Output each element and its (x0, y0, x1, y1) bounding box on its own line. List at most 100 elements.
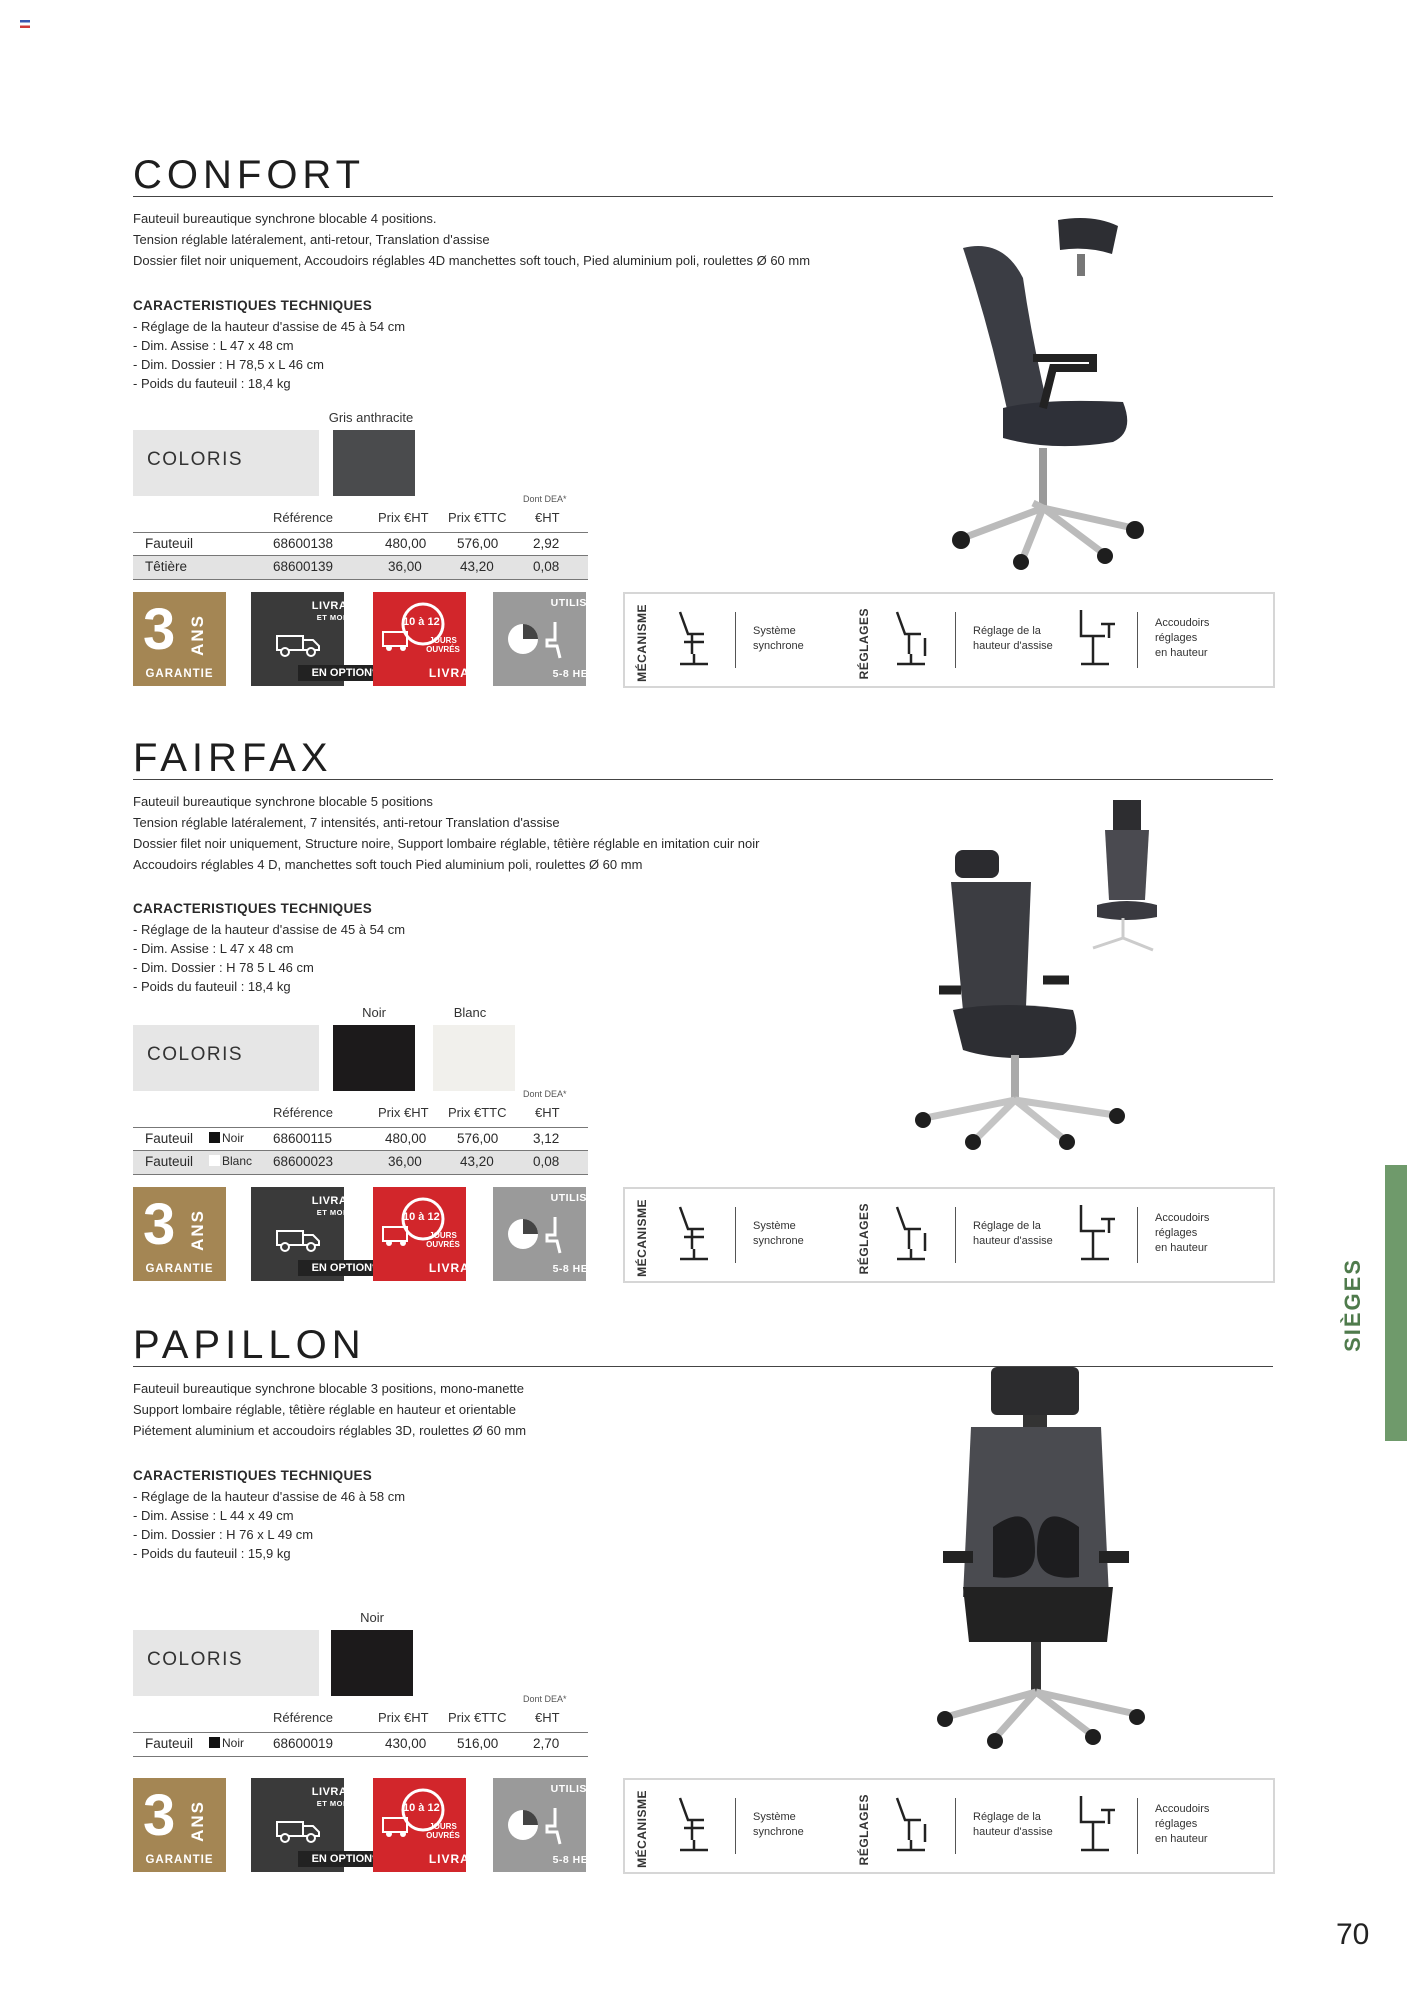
title-rule (133, 1366, 1273, 1367)
armrest-adjust-chair-icon (1079, 1205, 1115, 1261)
text-line: synchrone (753, 1235, 804, 1247)
spec-item: Dim. Dossier : H 78,5 x L 46 cm (133, 355, 405, 374)
col-prix-ht: Prix €HT (378, 510, 429, 525)
delivery-assembly-badge: LIVRAISON ET MONTAGE EN OPTION* (251, 1187, 391, 1281)
product-section-confort: CONFORT Fauteuil bureautique synchrone b… (133, 152, 1283, 742)
row-dea: 0,08 (533, 559, 560, 574)
description-line: Accoudoirs réglables 4 D, manchettes sof… (133, 857, 643, 872)
text-line: en hauteur (1155, 1242, 1208, 1254)
brace (955, 1798, 962, 1854)
truck-icon (276, 1230, 320, 1252)
coloris-label: COLORIS (147, 1044, 244, 1065)
row-color-name: Noir (222, 1736, 245, 1750)
armrest-adjust-chair-icon (1079, 1796, 1115, 1852)
brace (1137, 1207, 1144, 1263)
height-adjust-chair-icon (895, 1797, 927, 1852)
reglages-label: RÉGLAGES (857, 608, 871, 680)
product-description: Fauteuil bureautique synchrone blocable … (133, 1378, 893, 1441)
col-prix-ttc: Prix €TTC (448, 1710, 507, 1725)
badge-line: EN OPTION* (297, 1851, 391, 1867)
usage-badge: UTILISATION 5-8 HEURES (493, 1778, 621, 1872)
spec-item: Réglage de la hauteur d'assise de 45 à 5… (133, 920, 405, 939)
spec-item: Dim. Assise : L 44 x 49 cm (133, 1506, 405, 1525)
coloris-box: COLORIS (133, 1630, 319, 1696)
brace (735, 1207, 742, 1263)
spec-item: Réglage de la hauteur d'assise de 45 à 5… (133, 317, 405, 336)
row-color-name: Blanc (222, 1154, 253, 1168)
mechanism-label: MÉCANISME (635, 604, 649, 682)
description-line: Fauteuil bureautique synchrone blocable … (133, 211, 437, 226)
reglages-label: RÉGLAGES (857, 1203, 871, 1275)
chair-image (952, 218, 1144, 570)
color-swatch-noir[interactable] (333, 1025, 415, 1091)
height-adjust-chair-icon (895, 1206, 927, 1261)
text-line: hauteur d'assise (973, 1235, 1053, 1247)
specs-heading: CARACTERISTIQUES TECHNIQUES (133, 298, 373, 313)
color-name: Noir (360, 1610, 384, 1625)
text-line: synchrone (753, 640, 804, 652)
specs-heading: CARACTERISTIQUES TECHNIQUES (133, 901, 373, 916)
guarantee-label: GARANTIE (145, 1854, 214, 1866)
usage-hours: 5-8 HEURES (552, 1263, 620, 1275)
text-line: réglages (1155, 1818, 1198, 1830)
color-square-icon (209, 1155, 220, 1166)
col-dea: €HT (535, 1105, 560, 1120)
chair-image (937, 1367, 1145, 1749)
row-ref: 68600138 (273, 536, 334, 551)
description-line: Dossier filet noir uniquement, Structure… (133, 836, 760, 851)
delivery-time-badge: 10 à 12 JOURS OUVRÉS LIVRAISON (373, 1778, 502, 1872)
badge-line: EN OPTION* (297, 665, 391, 681)
badge-line: LIVRAISON (311, 1786, 377, 1798)
row-ttc: 576,00 (457, 1131, 499, 1146)
badge-row: 3 ANS GARANTIE LIVRAISON ET MONTAGE EN O… (133, 592, 621, 688)
synchro-chair-icon (678, 611, 708, 666)
side-tab-label: SIÈGES (1340, 1258, 1365, 1352)
guarantee-ans: ANS (188, 614, 207, 656)
product-description: Fauteuil bureautique synchrone blocable … (133, 208, 893, 271)
dea-note: Dont DEA* (523, 1694, 567, 1704)
text-line: réglages (1155, 632, 1198, 644)
spec-item: Réglage de la hauteur d'assise de 46 à 5… (133, 1487, 405, 1506)
description-line: Fauteuil bureautique synchrone blocable … (133, 1381, 524, 1396)
guarantee-years: 3 (143, 597, 176, 662)
text-line: Réglage de la (973, 1811, 1041, 1823)
spec-item: Poids du fauteuil : 15,9 kg (133, 1544, 405, 1563)
coloris-label: COLORIS (147, 1649, 244, 1670)
mechanism-label: MÉCANISME (635, 1790, 649, 1868)
badge-line: LIVRAISON (311, 1195, 377, 1207)
color-swatch-blanc[interactable] (433, 1025, 515, 1091)
guarantee-badge: 3 ANS GARANTIE (133, 1778, 226, 1872)
delivery-label: LIVRAISON (428, 1852, 504, 1866)
product-section-papillon: PAPILLON Fauteuil bureautique synchrone … (133, 1322, 1283, 1912)
synchro-chair-icon (678, 1206, 708, 1261)
guarantee-badge: 3 ANS GARANTIE (133, 592, 226, 686)
color-swatch[interactable] (333, 430, 415, 496)
color-name: Gris anthracite (328, 410, 414, 425)
col-prix-ttc: Prix €TTC (448, 510, 507, 525)
usage-badge: UTILISATION 5-8 HEURES (493, 1187, 621, 1281)
guarantee-ans: ANS (188, 1209, 207, 1251)
usage-hours: 5-8 HEURES (552, 1854, 620, 1866)
product-description: Fauteuil bureautique synchrone blocable … (133, 791, 893, 875)
delivery-days-unit: JOURS OUVRÉS (426, 636, 460, 654)
spec-item: Poids du fauteuil : 18,4 kg (133, 374, 405, 393)
spec-item: Dim. Assise : L 47 x 48 cm (133, 336, 405, 355)
brace (1137, 612, 1144, 668)
specs-heading: CARACTERISTIQUES TECHNIQUES (133, 1468, 373, 1483)
guarantee-ans: ANS (188, 1800, 207, 1842)
brace (1137, 1798, 1144, 1854)
text-line: Accoudoirs (1155, 1803, 1210, 1815)
color-swatch[interactable] (331, 1630, 413, 1696)
guarantee-years: 3 (143, 1783, 176, 1848)
spec-item: Poids du fauteuil : 18,4 kg (133, 977, 405, 996)
text-line: Réglage de la (973, 1220, 1041, 1232)
flag-icon (20, 20, 30, 28)
delivery-time-badge: 10 à 12 JOURS OUVRÉS LIVRAISON (373, 592, 502, 686)
reglage-text: Réglage de la hauteur d'assise (973, 1219, 1053, 1249)
coloris-label: COLORIS (147, 449, 244, 470)
